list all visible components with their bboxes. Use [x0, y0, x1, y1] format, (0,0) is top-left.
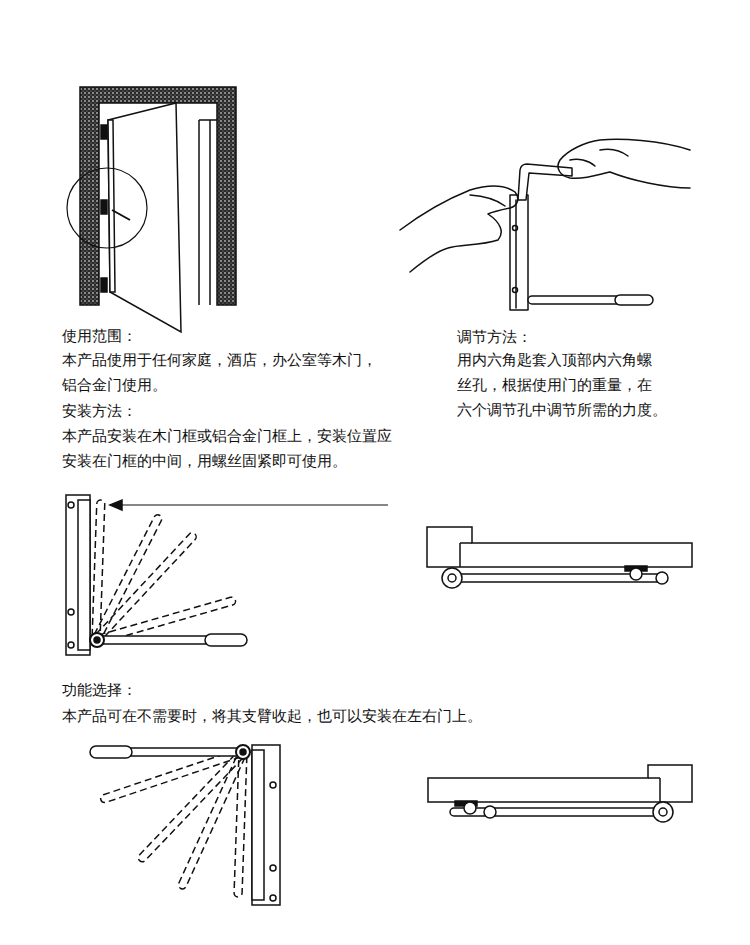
body-text: 本产品使用于任何家庭，酒店，办公室等木门， 铝合金门使用。	[62, 348, 407, 398]
door-figure	[67, 87, 236, 332]
section-heading: 使用范围：	[62, 324, 262, 349]
top-view-figure	[427, 527, 692, 588]
section-heading: 调节方法：	[457, 325, 657, 350]
body-text: 用内六角匙套入顶部内六角螺 丝孔，根据使用门的重量，在 六个调节孔中调节所需的力…	[457, 348, 679, 423]
section-heading: 安装方法：	[62, 399, 262, 424]
arm-swing-figure-mirrored	[90, 745, 280, 905]
body-text: 本产品可在不需要时，将其支臂收起，也可以安装在左右门上。	[62, 704, 702, 729]
arm-swing-figure	[66, 495, 388, 655]
top-view-figure-mirrored	[428, 765, 692, 822]
body-text: 本产品安装在木门框或铝合金门框上，安装位置应 安装在门框的中间，用螺丝固紧即可使…	[62, 424, 407, 474]
section-heading: 功能选择：	[62, 678, 262, 703]
adjust-figure	[400, 139, 690, 310]
